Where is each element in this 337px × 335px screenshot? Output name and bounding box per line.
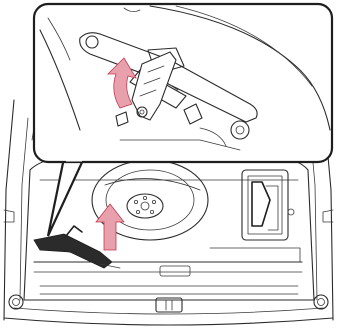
tool-tray bbox=[242, 170, 294, 240]
callout-pointer bbox=[48, 158, 84, 236]
hub-bolts bbox=[134, 196, 155, 213]
tray-tool bbox=[252, 182, 270, 226]
wheel-hub bbox=[127, 194, 163, 218]
left-inner-wall bbox=[20, 118, 28, 300]
jack-arm bbox=[66, 226, 82, 236]
rear-sill bbox=[4, 318, 333, 325]
floor-step-right bbox=[210, 248, 300, 262]
jack-body bbox=[34, 234, 112, 268]
tray-latch bbox=[288, 209, 294, 215]
left-hook bbox=[9, 295, 23, 309]
floor-handle-upper bbox=[160, 266, 190, 276]
rear-sill-inner bbox=[14, 308, 323, 314]
up-arrow-icon bbox=[96, 204, 124, 250]
callout-detail bbox=[34, 4, 332, 236]
right-hook bbox=[314, 295, 328, 309]
tray-outer bbox=[242, 170, 288, 240]
rear-latch-detail bbox=[166, 300, 172, 310]
